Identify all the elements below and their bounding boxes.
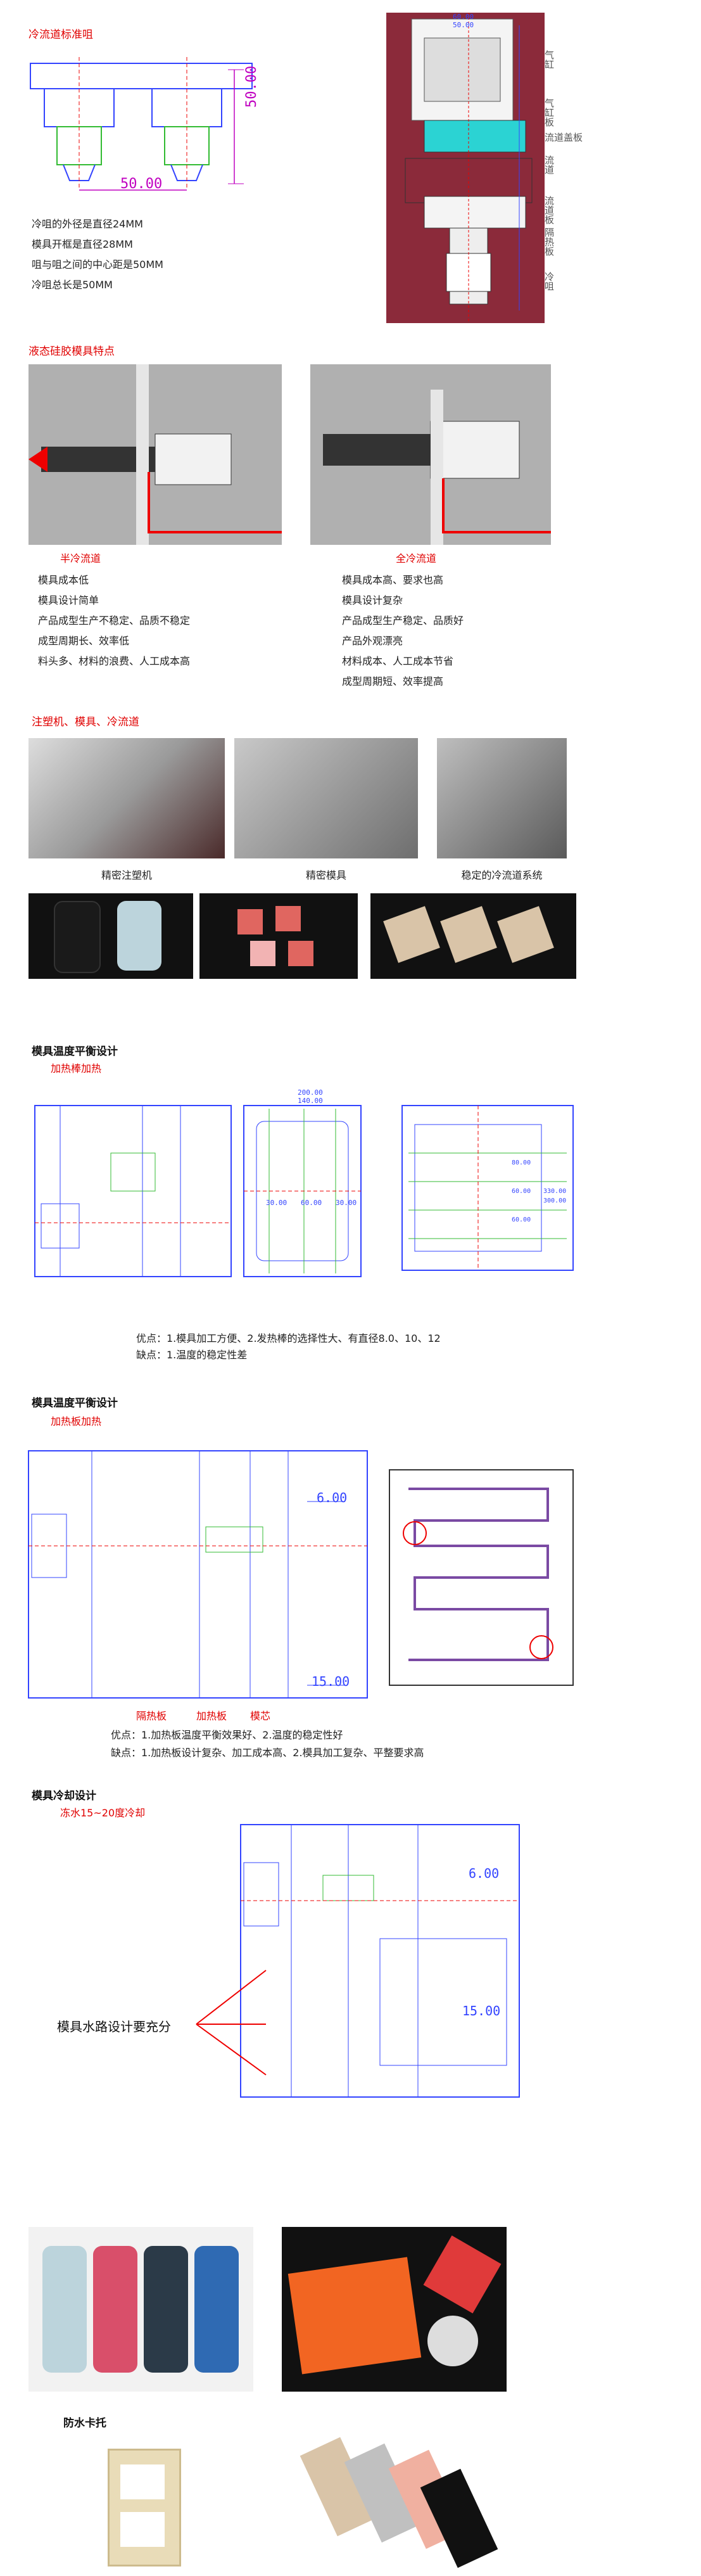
section-title-machines: 注塑机、模具、冷流道 xyxy=(32,716,139,729)
label-insulation-plate: 隔热板 xyxy=(136,1710,167,1722)
caption-runner-system: 稳定的冷流道系统 xyxy=(461,869,543,881)
note-line: 冷咀总长是50MM xyxy=(32,279,113,291)
dim-side-330: 330.00 xyxy=(543,1188,567,1195)
label-cylinder-plate: 气缸板 xyxy=(545,98,555,128)
caption-machine: 精密注塑机 xyxy=(101,869,152,881)
sim-tray-single-photo xyxy=(95,2439,190,2572)
label-runner-plate: 流道板 xyxy=(545,195,555,226)
rod-pros: 优点：1.模具加工方便、2.发热棒的选择性大、有直径8.0、10、12 xyxy=(136,1332,441,1344)
callout-arrows xyxy=(196,1970,267,2075)
plate-pros: 优点：1.加热板温度平衡效果好、2.温度的稳定性好 xyxy=(111,1729,343,1741)
caption-mold: 精密模具 xyxy=(305,869,346,881)
subtitle-chilled-water: 冻水15~20度冷却 xyxy=(60,1807,146,1819)
section-title-temp-balance-rod: 模具温度平衡设计 xyxy=(32,1045,118,1058)
top-dim-50: 50.00 xyxy=(453,21,474,29)
dim-side-60a: 60.00 xyxy=(512,1188,531,1195)
label-heating-plate: 加热板 xyxy=(196,1710,227,1722)
sim-tray-photo xyxy=(370,893,576,979)
heating-plate-drawing xyxy=(28,1450,574,1699)
lsr-parts-photo xyxy=(199,893,358,979)
point-line: 产品成型生产不稳定、品质不稳定 xyxy=(38,615,191,627)
section-title-lsr: 液态硅胶模具特点 xyxy=(28,345,115,358)
subtitle-heating-rod: 加热棒加热 xyxy=(51,1062,102,1074)
label-runner-cover: 流道盖板 xyxy=(545,132,583,143)
cooling-drawing xyxy=(240,1824,520,2098)
section-title-cooling: 模具冷却设计 xyxy=(32,1790,96,1802)
label-mold-core: 模芯 xyxy=(250,1710,271,1722)
runner-assembly-drawing xyxy=(386,13,545,323)
sim-tray-multi-photo xyxy=(291,2423,498,2572)
cool-dim-6: 6.00 xyxy=(469,1866,500,1881)
dim-200: 200.00 xyxy=(298,1088,323,1097)
plate-dim-6: 6.00 xyxy=(317,1490,348,1505)
top-dim-60: 60.00 xyxy=(453,13,474,21)
semi-cold-caption: 半冷流道 xyxy=(60,552,101,564)
section-title-temp-balance-plate: 模具温度平衡设计 xyxy=(32,1397,118,1410)
plate-cons: 缺点：1.加热板设计复杂、加工成本高、2.模具加工复杂、平整要求高 xyxy=(111,1747,424,1759)
cooling-callout: 模具水路设计要充分 xyxy=(57,2019,171,2034)
cold-runner-system-photo xyxy=(437,738,567,858)
full-cold-caption: 全冷流道 xyxy=(396,552,437,564)
nozzle-notes: 冷咀的外径是直径24MM 模具开框是直径28MM 咀与咀之间的中心距是50MM … xyxy=(32,214,163,295)
dim-140: 140.00 xyxy=(298,1097,323,1105)
colored-phone-cases-photo xyxy=(28,2227,253,2392)
section-title-cold-runner: 冷流道标准咀 xyxy=(28,29,93,41)
precision-mold-photo xyxy=(234,738,418,858)
point-line: 模具设计复杂 xyxy=(342,594,403,606)
dim-side-80: 80.00 xyxy=(512,1159,531,1166)
heating-rod-drawing xyxy=(34,1105,574,1277)
semi-cold-points: 模具成本低 模具设计简单 产品成型生产不稳定、品质不稳定 成型周期长、效率低 料… xyxy=(38,570,190,672)
subtitle-heating-plate: 加热板加热 xyxy=(51,1415,102,1427)
point-line: 成型周期长、效率低 xyxy=(38,635,130,647)
dim-height-label: 50.00 xyxy=(244,65,260,108)
point-line: 模具设计简单 xyxy=(38,594,99,606)
section-title-sim-tray: 防水卡托 xyxy=(63,2417,106,2430)
dim-side-300: 300.00 xyxy=(543,1197,567,1204)
rod-cons: 缺点：1.温度的稳定性差 xyxy=(136,1349,248,1361)
label-runner: 流道 xyxy=(545,155,555,175)
dim-width-label: 50.00 xyxy=(120,176,163,192)
phone-case-photo xyxy=(28,893,193,979)
point-line: 模具成本高、要求也高 xyxy=(342,574,444,586)
full-cold-points: 模具成本高、要求也高 模具设计复杂 产品成型生产稳定、品质好 产品外观漂亮 材料… xyxy=(342,570,464,692)
dim-row-30-right: 30.00 xyxy=(336,1199,357,1207)
semi-cold-runner-drawing xyxy=(28,364,282,545)
note-line: 咀与咀之间的中心距是50MM xyxy=(32,258,163,271)
dim-row-30-left: 30.00 xyxy=(266,1199,287,1207)
point-line: 成型周期短、效率提高 xyxy=(342,675,444,687)
label-insulation: 隔热板 xyxy=(545,227,555,257)
point-line: 产品外观漂亮 xyxy=(342,635,403,647)
cool-dim-15: 15.00 xyxy=(462,2003,501,2018)
dim-row-60: 60.00 xyxy=(301,1199,322,1207)
label-cold-nozzle: 冷咀 xyxy=(545,271,555,292)
note-line: 冷咀的外径是直径24MM xyxy=(32,218,143,230)
point-line: 料头多、材料的浪费、人工成本高 xyxy=(38,655,191,667)
cold-nozzle-drawing xyxy=(30,57,253,191)
label-cylinder: 气缸 xyxy=(545,49,555,70)
dim-side-60b: 60.00 xyxy=(512,1216,531,1223)
injection-machine-photo xyxy=(28,738,225,858)
point-line: 模具成本低 xyxy=(38,574,89,586)
plate-dim-15: 15.00 xyxy=(312,1674,350,1689)
orange-wallet-photo xyxy=(282,2227,507,2392)
full-cold-runner-drawing xyxy=(310,364,551,545)
note-line: 模具开框是直径28MM xyxy=(32,238,133,250)
point-line: 产品成型生产稳定、品质好 xyxy=(342,615,464,627)
point-line: 材料成本、人工成本节省 xyxy=(342,655,454,667)
